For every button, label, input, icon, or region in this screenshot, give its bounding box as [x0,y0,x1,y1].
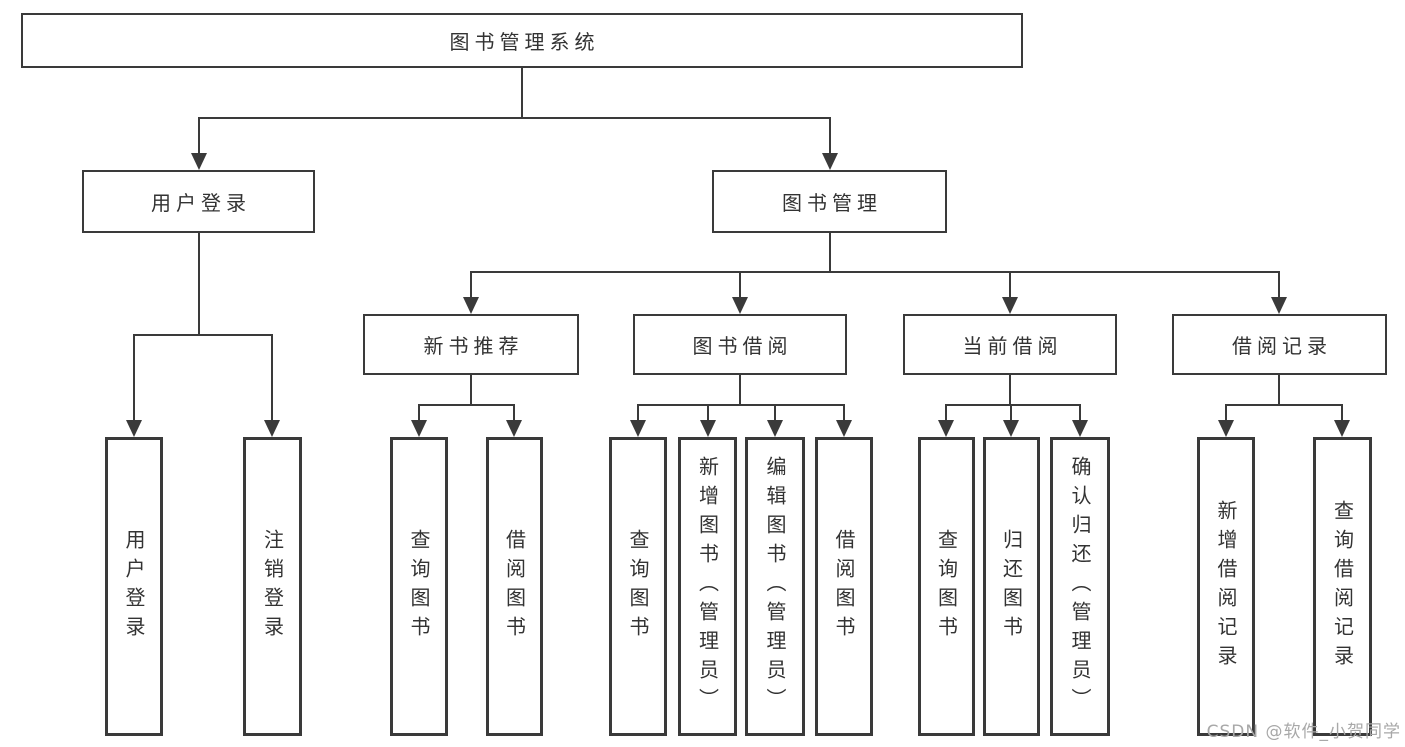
node-root-label: 图书管理系统 [449,30,600,54]
connector-line [271,335,273,423]
connector-line [513,405,515,423]
arrow-down-icon [191,153,207,170]
arrow-down-icon [630,420,646,437]
connector-line [133,335,135,423]
connector-line [1278,375,1280,405]
leaf-borrow-books-borrowing: 借阅图书 [815,437,873,736]
connector-line [1009,272,1011,300]
leaf-query-books-recommend-label: 查询图书 [407,528,431,645]
watermark: CSDN @软件_小贺同学 [1206,722,1401,742]
connector-line [198,118,200,156]
connector-line [1010,405,1012,423]
connector-line [470,271,1280,273]
connector-line [1225,404,1343,406]
leaf-user-login: 用户登录 [105,437,163,736]
leaf-add-borrow-record-label: 新增借阅记录 [1214,499,1238,674]
arrow-down-icon [1072,420,1088,437]
leaf-query-books-recommend: 查询图书 [390,437,448,736]
leaf-user-login-label: 用户登录 [122,528,146,645]
leaf-query-books-current: 查询图书 [918,437,975,736]
arrow-down-icon [1334,420,1350,437]
connector-line [774,405,776,423]
connector-line [418,404,515,406]
connector-line [1278,272,1280,300]
arrow-down-icon [767,420,783,437]
arrow-down-icon [1003,420,1019,437]
leaf-borrow-books-recommend-label: 借阅图书 [502,528,527,645]
leaf-borrow-books-recommend: 借阅图书 [486,437,543,736]
arrow-down-icon [1218,420,1234,437]
connector-line [198,233,200,335]
leaf-logout: 注销登录 [243,437,302,736]
arrow-down-icon [836,420,852,437]
connector-line [470,375,472,405]
leaf-edit-book-admin: 编辑图书（管理员） [745,437,805,736]
leaf-add-book-admin-label: 新增图书（管理员） [695,456,720,717]
node-library-management-system: 图书管理系统 [21,13,1023,68]
connector-line [843,405,845,423]
leaf-add-borrow-record: 新增借阅记录 [1197,437,1255,736]
connector-line [1341,405,1343,423]
arrow-down-icon [732,297,748,314]
connector-line [945,404,1081,406]
connector-line [133,334,273,336]
node-borrowing-records: 借阅记录 [1172,314,1387,375]
node-current-borrowing: 当前借阅 [903,314,1117,375]
leaf-confirm-return-admin-label: 确认归还（管理员） [1068,456,1092,717]
connector-line [418,405,420,423]
connector-line [829,233,831,272]
arrow-down-icon [506,420,522,437]
connector-line [1225,405,1227,423]
connector-line [1079,405,1081,423]
arrow-down-icon [938,420,954,437]
node-borrowing-records-label: 借阅记录 [1232,334,1332,358]
leaf-logout-label: 注销登录 [260,528,285,645]
leaf-return-books-label: 归还图书 [999,528,1024,645]
arrow-down-icon [126,420,142,437]
arrow-down-icon [822,153,838,170]
node-book-borrowing-label: 图书借阅 [692,334,793,358]
leaf-query-borrow-record: 查询借阅记录 [1313,437,1372,736]
connector-line [521,68,523,118]
connector-line [198,117,831,119]
leaf-query-borrow-record-label: 查询借阅记录 [1330,499,1355,674]
leaf-return-books: 归还图书 [983,437,1040,736]
leaf-query-books-borrowing: 查询图书 [609,437,667,736]
leaf-add-book-admin: 新增图书（管理员） [678,437,737,736]
connector-line [829,118,831,156]
connector-line [637,404,845,406]
node-new-book-recommendation-label: 新书推荐 [423,334,524,358]
node-user-login: 用户登录 [82,170,315,233]
leaf-edit-book-admin-label: 编辑图书（管理员） [763,456,787,717]
leaf-query-books-current-label: 查询图书 [934,528,959,645]
node-current-borrowing-label: 当前借阅 [962,334,1063,358]
connector-line [707,405,709,423]
node-user-login-label: 用户登录 [151,191,251,215]
connector-line [1009,375,1011,405]
node-new-book-recommendation: 新书推荐 [363,314,579,375]
connector-line [739,375,741,405]
connector-line [945,405,947,423]
arrow-down-icon [264,420,280,437]
arrow-down-icon [411,420,427,437]
connector-line [739,272,741,300]
arrow-down-icon [700,420,716,437]
leaf-confirm-return-admin: 确认归还（管理员） [1050,437,1110,736]
connector-line [470,272,472,300]
node-book-management: 图书管理 [712,170,947,233]
connector-line [637,405,639,423]
node-book-borrowing: 图书借阅 [633,314,847,375]
arrow-down-icon [463,297,479,314]
leaf-query-books-borrowing-label: 查询图书 [626,528,650,645]
leaf-borrow-books-borrowing-label: 借阅图书 [832,528,856,645]
arrow-down-icon [1002,297,1018,314]
node-book-management-label: 图书管理 [782,191,882,215]
arrow-down-icon [1271,297,1287,314]
